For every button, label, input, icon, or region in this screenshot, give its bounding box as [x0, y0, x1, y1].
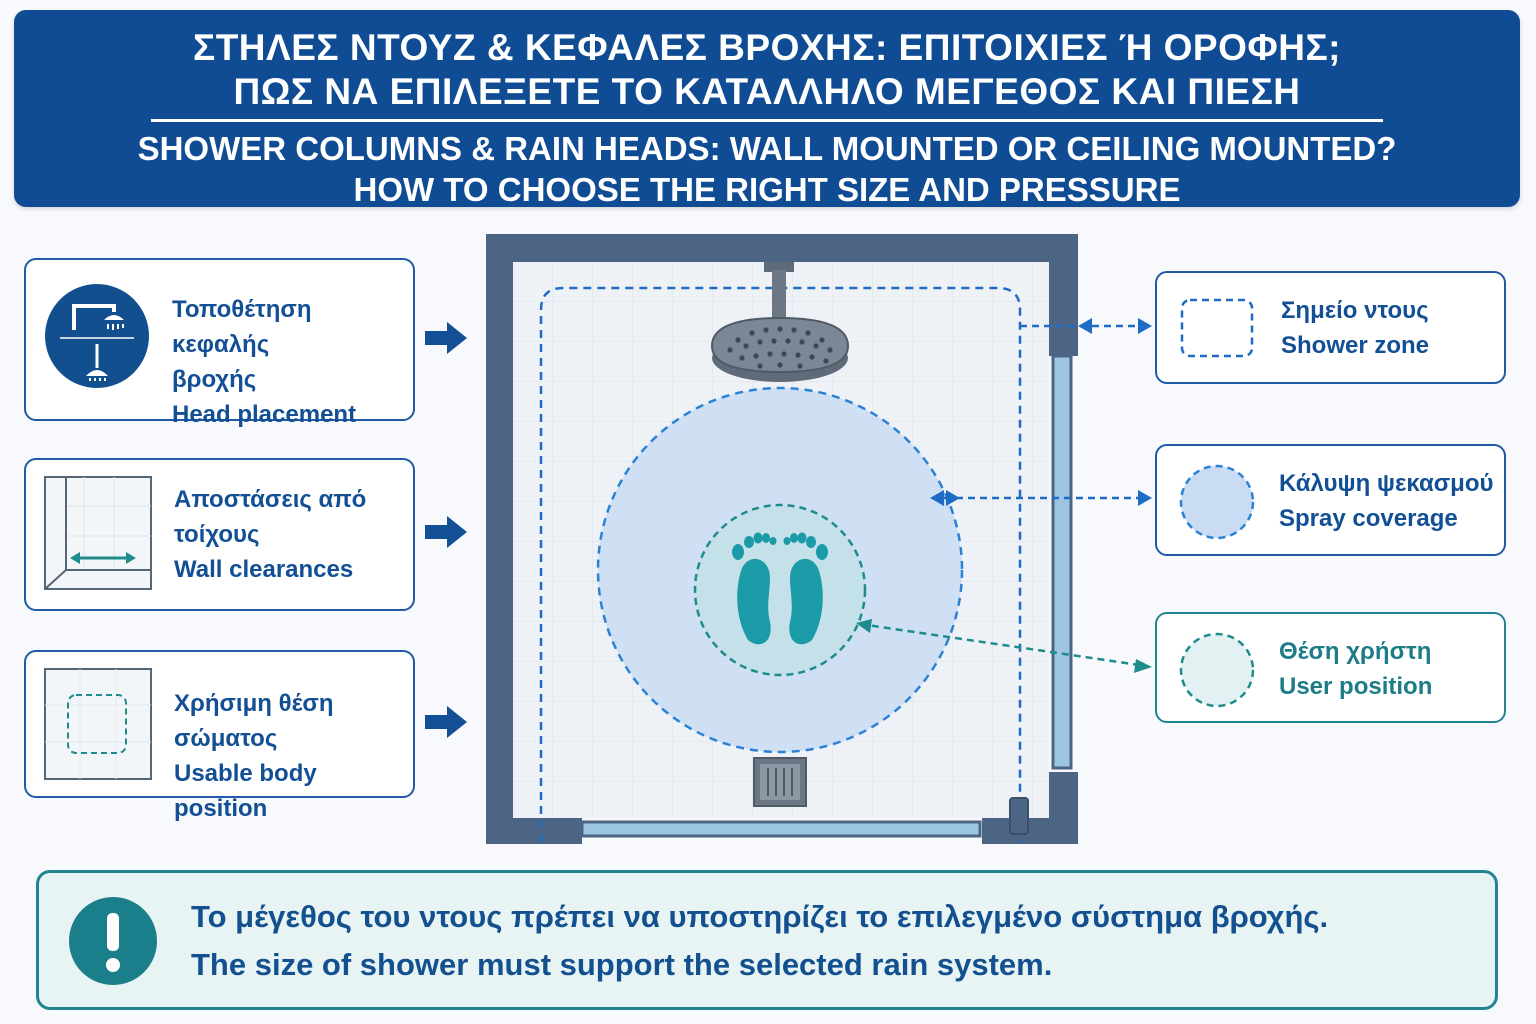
wall-clearance-icon: [44, 476, 152, 590]
user-circle-icon: [1179, 632, 1255, 708]
size-note: Το μέγεθος του ντους πρέπει να υποστηρίζ…: [36, 870, 1498, 1010]
head-placement-english: Head placement: [172, 401, 357, 428]
spray-circle-icon: [1179, 464, 1255, 540]
wall-clearances-greek-2: τοίχους: [174, 521, 260, 548]
body-position-greek: Χρήσιμη θέση σώματος: [174, 690, 334, 752]
spray-coverage-greek: Κάλυψη ψεκασμού: [1279, 470, 1494, 497]
title-english-line-2: HOW TO CHOOSE THE RIGHT SIZE AND PRESSUR…: [353, 171, 1181, 208]
wall-clearances-english: Wall clearances: [174, 556, 354, 583]
spray-coverage-english: Spray coverage: [1279, 505, 1458, 532]
shower-zone-card: Σημείο ντους Shower zone: [1155, 271, 1506, 384]
glass-panel-bottom: [580, 820, 982, 838]
shower-zone-english: Shower zone: [1281, 332, 1430, 359]
body-position-english: Usable body position: [174, 760, 317, 822]
spray-coverage-card: Κάλυψη ψεκασμού Spray coverage: [1155, 444, 1506, 556]
title-greek-line-2: ΠΩΣ ΝΑ ΕΠΙΛΕΞΕΤΕ ΤΟ ΚΑΤΑΛΛΗΛΟ ΜΕΓΕΘΟΣ ΚΑ…: [233, 71, 1301, 112]
footprints-icon: [732, 532, 828, 645]
rain-head-placement-icon: [45, 284, 149, 388]
rain-head-icon: [710, 262, 850, 382]
user-position-card: Θέση χρήστη User position: [1155, 612, 1506, 723]
title-greek-line-1: ΣΤΗΛΕΣ ΝΤΟΥΖ & ΚΕΦΑΛΕΣ ΒΡΟΧΗΣ: ΕΠΙΤΟΙΧΙΕ…: [193, 27, 1341, 68]
arrow-right-icon: [425, 322, 467, 354]
title-english-line-1: SHOWER COLUMNS & RAIN HEADS: WALL MOUNTE…: [137, 130, 1397, 167]
body-position-card: Χρήσιμη θέση σώματος Usable body positio…: [24, 650, 415, 822]
body-position-icon: [44, 668, 152, 780]
glass-panel-right: [1051, 354, 1073, 770]
user-position-circle: [693, 503, 867, 677]
user-position-english: User position: [1279, 673, 1433, 700]
wall-clearances-card: Αποστάσεις από τοίχους Wall clearances: [24, 458, 415, 611]
exclamation-icon: [69, 897, 157, 985]
note-greek: Το μέγεθος του ντους πρέπει να υποστηρίζ…: [191, 899, 1329, 934]
head-placement-greek-1: Τοποθέτηση κεφαλής: [172, 296, 312, 358]
title-banner: ΣΤΗΛΕΣ ΝΤΟΥΖ & ΚΕΦΑΛΕΣ ΒΡΟΧΗΣ: ΕΠΙΤΟΙΧΙΕ…: [14, 10, 1520, 208]
user-position-greek: Θέση χρήστη: [1279, 638, 1432, 665]
head-placement-card: Τοποθέτηση κεφαλής βροχής Head placement: [24, 258, 415, 428]
user-position-connector: [859, 622, 1147, 668]
shower-zone-greek: Σημείο ντους: [1281, 297, 1429, 324]
head-placement-greek-2: βροχής: [172, 366, 257, 393]
arrow-right-icon: [425, 706, 467, 738]
note-english: The size of shower must support the sele…: [191, 947, 1053, 982]
title-divider: [151, 119, 1383, 122]
wall-clearances-greek-1: Αποστάσεις από: [174, 486, 367, 513]
arrow-right-icon: [425, 516, 467, 548]
dashed-square-icon: [1180, 298, 1254, 358]
floor-drain-icon: [753, 757, 807, 807]
